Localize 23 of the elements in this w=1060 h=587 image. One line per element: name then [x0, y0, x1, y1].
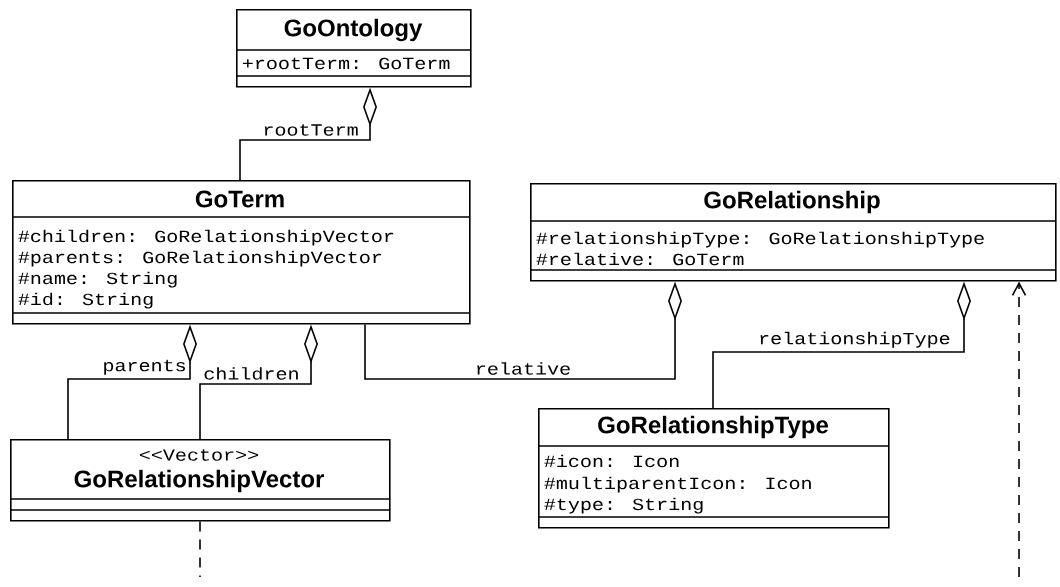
edge-label: children — [202, 366, 301, 381]
attribute-text: #name: String — [18, 271, 177, 288]
attribute-text: #multiparentIcon: Icon — [544, 476, 811, 493]
attribute-text: #relative: GoTerm — [536, 252, 744, 266]
edge-label: relationshipType — [757, 331, 952, 349]
edge-label: relative — [474, 361, 572, 376]
dependency-line — [199, 520, 201, 578]
class-name: GoRelationship — [704, 190, 880, 214]
attribute-text: #parents: GoRelationshipVector — [18, 250, 382, 267]
attribute-text: #type: String — [544, 497, 703, 514]
attribute-text: #icon: Icon — [544, 454, 679, 468]
dependency-line — [1011, 281, 1027, 578]
attribute-text: +rootTerm: GoTerm — [242, 57, 450, 70]
attribute-text: #children: GoRelationshipVector — [18, 229, 394, 246]
edge-label: parents — [101, 359, 188, 376]
class-name: GoOntology — [284, 18, 423, 42]
attribute-text: #id: String — [18, 292, 153, 309]
edge-label: rootTerm — [261, 123, 360, 137]
class-name: GoRelationshipType — [598, 415, 828, 439]
attribute-text: #relationshipType: GoRelationshipType — [536, 231, 984, 248]
stereotype-text: <<Vector>> — [139, 449, 258, 461]
class-name: GoRelationshipVector — [74, 469, 324, 493]
class-name: GoTerm — [195, 190, 284, 208]
